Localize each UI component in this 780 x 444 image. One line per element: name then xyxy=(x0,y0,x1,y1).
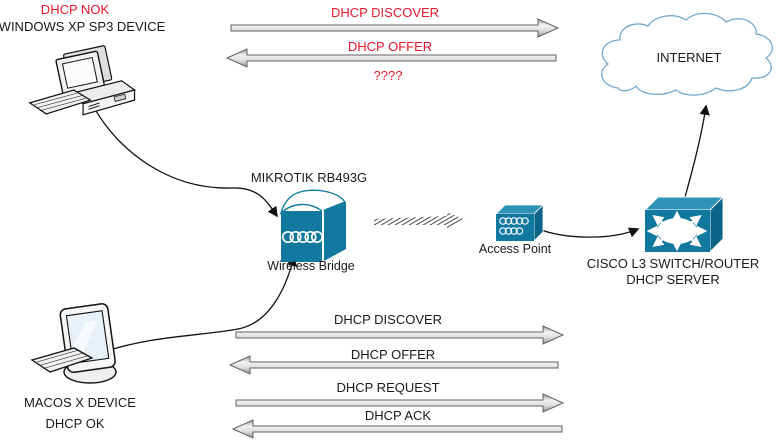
flow-arrow-bottom-ack xyxy=(231,419,563,439)
flow-arrow-bottom-discover xyxy=(235,325,565,345)
flow-arrow-top-discover xyxy=(230,18,560,38)
cloud-icon xyxy=(601,12,773,96)
flow-label-bottom-ack: DHCP ACK xyxy=(364,408,432,423)
mikrotik-title: MIKROTIK RB493G xyxy=(250,170,368,185)
flow-arrow-bottom-request xyxy=(235,393,565,413)
cisco-access-point-icon xyxy=(495,204,544,242)
flow-arrow-top-offer xyxy=(225,48,557,68)
access-point-caption: Access Point xyxy=(478,242,552,256)
flow-label-bottom-discover: DHCP DISCOVER xyxy=(333,312,443,327)
dhcp-server-label-line2: DHCP SERVER xyxy=(626,272,720,287)
flow-label-top-discover: DHCP DISCOVER xyxy=(330,5,440,20)
windows-dhcp-status: DHCP NOK xyxy=(40,2,110,17)
mac-monitor-icon xyxy=(30,303,117,384)
cisco-l3-switch-icon xyxy=(643,195,725,254)
flow-label-top-question: ???? xyxy=(373,68,403,83)
hatched-radio-link-icon xyxy=(374,212,466,229)
flow-label-bottom-request: DHCP REQUEST xyxy=(336,380,440,395)
dhcp-server-label-line1: CISCO L3 SWITCH/ROUTER xyxy=(586,256,760,271)
flow-arrow-bottom-offer xyxy=(228,355,559,375)
flow-label-bottom-offer: DHCP OFFER xyxy=(350,347,436,362)
link-switch-to-internet xyxy=(683,104,710,202)
link-ap-to-switch xyxy=(535,227,640,238)
flow-label-top-offer: DHCP OFFER xyxy=(347,39,433,54)
desktop-pc-icon xyxy=(28,45,136,116)
wireless-bridge-caption: Wireless Bridge xyxy=(267,259,355,273)
internet-label: INTERNET xyxy=(656,50,722,65)
macos-dhcp-status: DHCP OK xyxy=(45,416,105,431)
macos-device-label: MACOS X DEVICE xyxy=(24,395,136,410)
link-windows-to-bridge xyxy=(91,103,278,218)
cisco-wireless-bridge-icon xyxy=(279,189,347,262)
windows-device-label: WINDOWS XP SP3 DEVICE xyxy=(0,19,166,34)
link-mac-to-bridge xyxy=(103,255,297,353)
